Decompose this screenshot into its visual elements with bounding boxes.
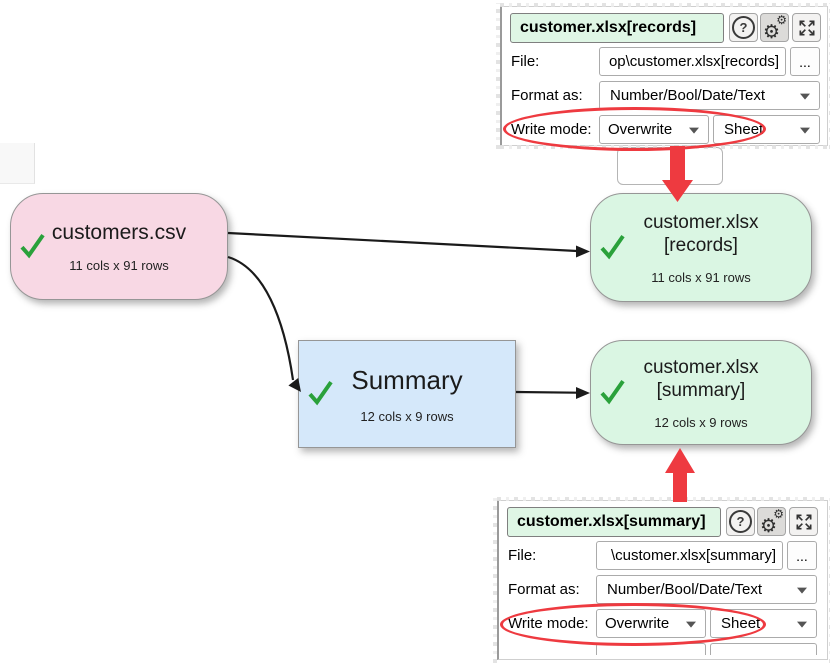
node-stats: 11 cols x 91 rows	[651, 269, 751, 285]
chevron-down-icon	[797, 621, 807, 628]
node-customer-xlsx-summary[interactable]: customer.xlsx [summary] 12 cols x 9 rows	[590, 340, 812, 445]
success-checkmark-icon	[600, 379, 625, 404]
connector-transform-to-summary	[515, 387, 590, 399]
chevron-down-icon	[797, 587, 807, 594]
browse-button[interactable]: ...	[787, 541, 817, 570]
format-as-label: Format as:	[511, 87, 583, 104]
write-mode-label: Write mode:	[511, 121, 592, 138]
torn-edge	[596, 643, 706, 655]
expand-icon	[799, 20, 814, 35]
screen-fragment	[0, 143, 35, 184]
connector-source-to-transform	[227, 255, 301, 392]
help-icon: ?	[732, 16, 755, 39]
panel-customer-xlsx-records: customer.xlsx[records] ? ⚙⚙ File: ... Fo…	[496, 3, 830, 151]
torn-edge	[497, 497, 829, 501]
success-checkmark-icon	[600, 234, 625, 259]
help-button[interactable]: ?	[729, 13, 758, 42]
node-title: customers.csv	[51, 220, 187, 244]
write-mode-label: Write mode:	[508, 615, 589, 632]
panel-title: customer.xlsx[summary]	[507, 507, 721, 537]
torn-edge	[496, 3, 500, 149]
gear-icon: ⚙⚙	[763, 13, 787, 43]
file-label: File:	[511, 53, 540, 70]
browse-button[interactable]: ...	[790, 47, 820, 76]
file-label: File:	[508, 547, 537, 564]
success-checkmark-icon	[308, 381, 333, 406]
format-as-select[interactable]: Number/Bool/Date/Text	[596, 575, 817, 604]
node-customer-xlsx-records[interactable]: customer.xlsx [records] 11 cols x 91 row…	[590, 193, 812, 302]
node-summary-transform[interactable]: Summary 12 cols x 9 rows	[298, 340, 516, 448]
panel-customer-xlsx-summary: customer.xlsx[summary] ? ⚙⚙ File: ... Fo…	[493, 497, 830, 663]
torn-edge	[500, 3, 829, 7]
panel-title: customer.xlsx[records]	[510, 13, 724, 43]
write-mode-select[interactable]: Overwrite	[599, 115, 709, 144]
settings-button[interactable]: ⚙⚙	[757, 507, 786, 536]
torn-edge	[493, 497, 497, 663]
maximize-button[interactable]	[792, 13, 821, 42]
chevron-down-icon	[686, 621, 696, 628]
format-as-select[interactable]: Number/Bool/Date/Text	[599, 81, 820, 110]
file-input[interactable]	[599, 47, 786, 76]
file-input[interactable]	[596, 541, 783, 570]
write-target-select[interactable]: Sheet	[713, 115, 820, 144]
node-stats: 11 cols x 91 rows	[69, 257, 169, 273]
settings-button[interactable]: ⚙⚙	[760, 13, 789, 42]
write-mode-select[interactable]: Overwrite	[596, 609, 706, 638]
chevron-down-icon	[800, 127, 810, 134]
node-title: customer.xlsx [summary]	[643, 356, 759, 401]
node-title: Summary	[351, 364, 463, 395]
maximize-button[interactable]	[789, 507, 818, 536]
format-as-label: Format as:	[508, 581, 580, 598]
chevron-down-icon	[800, 93, 810, 100]
help-button[interactable]: ?	[726, 507, 755, 536]
torn-edge	[710, 643, 817, 655]
node-customers-csv[interactable]: customers.csv 11 cols x 91 rows	[10, 193, 228, 300]
node-title: customer.xlsx [records]	[643, 211, 759, 256]
help-icon: ?	[729, 510, 752, 533]
write-target-select[interactable]: Sheet	[710, 609, 817, 638]
connector-source-to-records	[227, 231, 590, 258]
success-checkmark-icon	[20, 233, 45, 258]
node-stats: 12 cols x 9 rows	[654, 414, 748, 430]
gear-icon: ⚙⚙	[760, 507, 784, 537]
chevron-down-icon	[689, 127, 699, 134]
expand-icon	[796, 514, 811, 529]
annotation-arrow-up	[665, 448, 695, 502]
node-stats: 12 cols x 9 rows	[360, 408, 454, 424]
torn-widget-remnant	[617, 147, 723, 185]
